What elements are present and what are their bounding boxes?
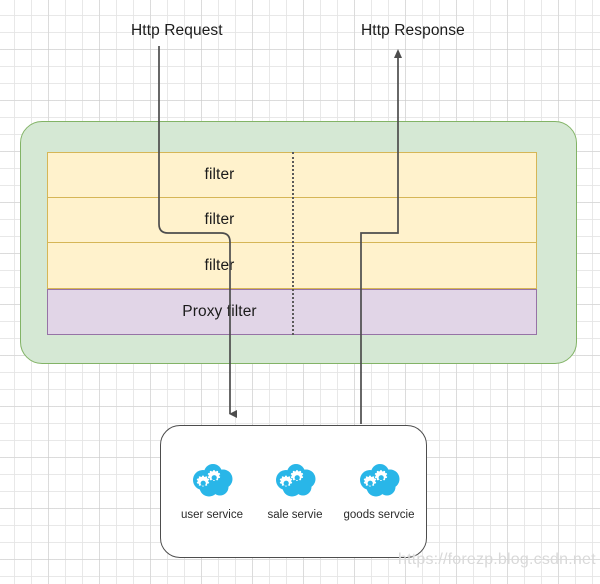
service-label: sale servie: [267, 509, 323, 521]
cloud-gears-icon: [247, 464, 343, 506]
watermark: https://forezp.blog.csdn.net: [398, 551, 596, 568]
pre-post-divider: [292, 152, 294, 335]
service-label: goods servcie: [343, 509, 415, 521]
filter-row-label: filter: [204, 211, 235, 228]
service-label: user service: [181, 509, 243, 521]
microservices-box: user service: [160, 425, 427, 558]
filter-row-label: filter: [204, 166, 235, 183]
cloud-gears-icon: [331, 464, 427, 506]
filter-row-label: filter: [204, 256, 235, 274]
http-response-arrowhead: [394, 49, 402, 58]
http-response-label: Http Response: [361, 22, 465, 39]
proxy-filter-label: Proxy filter: [182, 303, 257, 320]
cloud-gears-icon: [164, 464, 260, 506]
service-item[interactable]: user service: [164, 464, 260, 521]
service-item[interactable]: sale servie: [247, 464, 343, 521]
http-request-label: Http Request: [131, 22, 223, 39]
service-item[interactable]: goods servcie: [331, 464, 427, 521]
